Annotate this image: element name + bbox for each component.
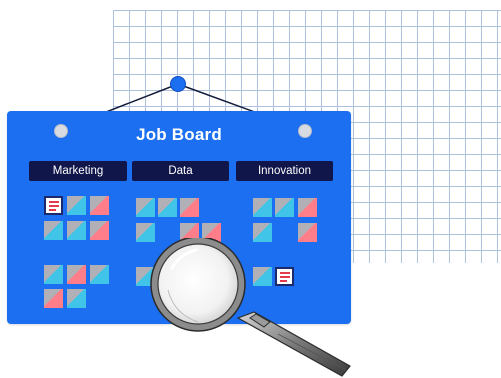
sticky-note[interactable] bbox=[275, 198, 294, 217]
column-header-innovation[interactable]: Innovation bbox=[236, 161, 333, 181]
magnifying-glass-icon bbox=[150, 238, 351, 377]
sticky-note[interactable] bbox=[253, 223, 272, 242]
sticky-note[interactable] bbox=[180, 198, 199, 217]
sticky-note[interactable] bbox=[253, 198, 272, 217]
left-pin-icon bbox=[54, 124, 68, 138]
sticky-note[interactable] bbox=[44, 221, 63, 240]
sticky-note[interactable] bbox=[44, 265, 63, 284]
board-title: Job Board bbox=[136, 125, 222, 144]
sticky-note[interactable] bbox=[298, 198, 317, 217]
sticky-note[interactable] bbox=[253, 267, 272, 286]
sticky-note[interactable] bbox=[158, 198, 177, 217]
right-pin-icon bbox=[298, 124, 312, 138]
sticky-note[interactable] bbox=[90, 221, 109, 240]
sticky-note[interactable] bbox=[136, 267, 155, 286]
sticky-note[interactable] bbox=[90, 265, 109, 284]
sticky-note[interactable] bbox=[67, 289, 86, 308]
sticky-note[interactable] bbox=[67, 221, 86, 240]
document-icon[interactable] bbox=[44, 196, 63, 215]
document-icon[interactable] bbox=[275, 267, 294, 286]
sticky-note[interactable] bbox=[298, 223, 317, 242]
sticky-note[interactable] bbox=[44, 289, 63, 308]
column-header-data[interactable]: Data bbox=[132, 161, 229, 181]
sticky-note[interactable] bbox=[90, 196, 109, 215]
sticky-note[interactable] bbox=[136, 223, 155, 242]
column-header-marketing[interactable]: Marketing bbox=[29, 161, 127, 181]
sticky-note[interactable] bbox=[136, 198, 155, 217]
sticky-note[interactable] bbox=[67, 196, 86, 215]
sticky-note[interactable] bbox=[67, 265, 86, 284]
